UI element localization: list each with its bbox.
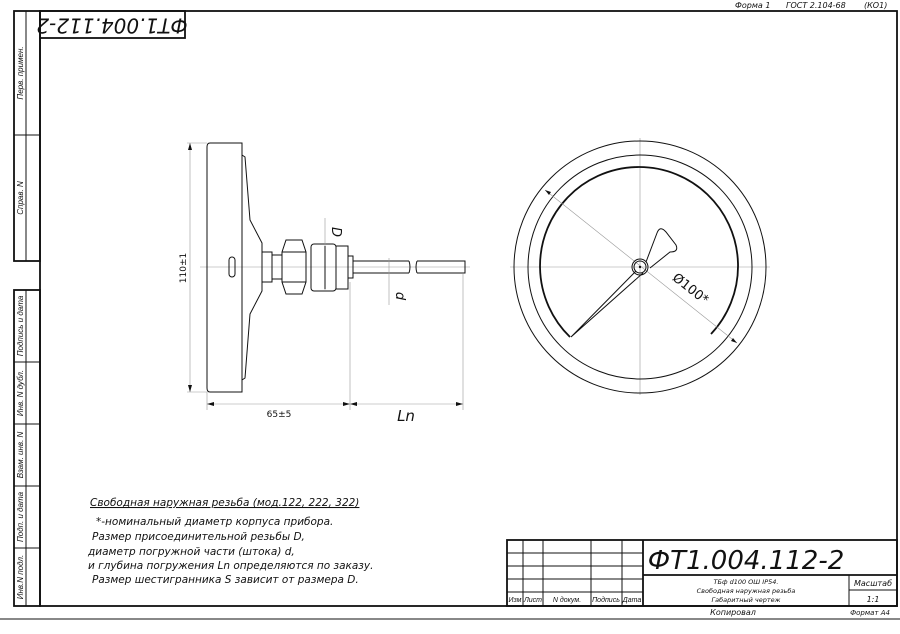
label-D: D [328,227,343,237]
header-code: (КО1) [864,1,887,10]
notes-title: Свободная наружная резьба (мод.122, 222,… [90,497,359,509]
rotated-code-box: ФТ1.004.112-2 [36,10,188,39]
dim-diameter: Ø100* [669,271,711,309]
strip-label: Справ. N [16,181,25,215]
note-line: Размер присоединительной резьбы D, [92,531,305,543]
name-line: Габаритный чертеж [711,596,780,604]
designation: ФТ1.004.112-2 [648,546,845,576]
note-line: Размер шестигранника S зависит от размер… [92,574,359,586]
strip-label: Перв. примен. [16,46,25,99]
name-line: Свободная наружная резьба [697,587,796,595]
column-label: Дата [622,597,642,604]
label-d: d [392,292,407,301]
column-label: Изм [509,597,522,604]
strip-label: Подп. и дата [16,491,25,542]
copied-label: Копировал [710,608,756,617]
strip-label: Подпись и дата [16,295,25,356]
notes: Свободная наружная резьба (мод.122, 222,… [87,497,373,586]
name-line: ТБф d100 ОШ IP54. [714,578,779,586]
column-label: Лист [523,597,542,604]
column-label: Подпись [592,596,620,604]
thermometer-side-view: D d 110±1 65±5 Ln [179,142,470,425]
strip-label: Инв. N дубл. [16,370,25,416]
column-label: N докум. [553,596,581,604]
header-form: Форма 1 [735,1,770,10]
thermometer-front-view: Ø100* [510,138,770,395]
note-line: диаметр погружной части (штока) d, [87,546,295,558]
strip-label: Инв.N подл. [16,555,25,600]
note-line: и глубина погружения Ln определяются по … [88,560,373,572]
header-standard: ГОСТ 2.104-68 [786,1,846,10]
scale-label: Масштаб [854,579,892,588]
strip-label: Взам. инв. N [16,431,25,478]
side-strip: Перв. примен. Справ. N Подпись и дата Ин… [13,10,41,607]
note-line: *-номинальный диаметр корпуса прибора. [96,516,333,528]
dim-length: 65±5 [267,410,292,420]
scale-value: 1:1 [867,595,880,604]
rotated-designation: ФТ1.004.112-2 [36,14,187,38]
dim-height: 110±1 [179,253,189,283]
format-label: Формат A4 [850,609,890,617]
dim-ln: Ln [397,407,415,425]
title-block: ФТ1.004.112-2 ТБф d100 ОШ IP54. Свободна… [506,539,898,617]
